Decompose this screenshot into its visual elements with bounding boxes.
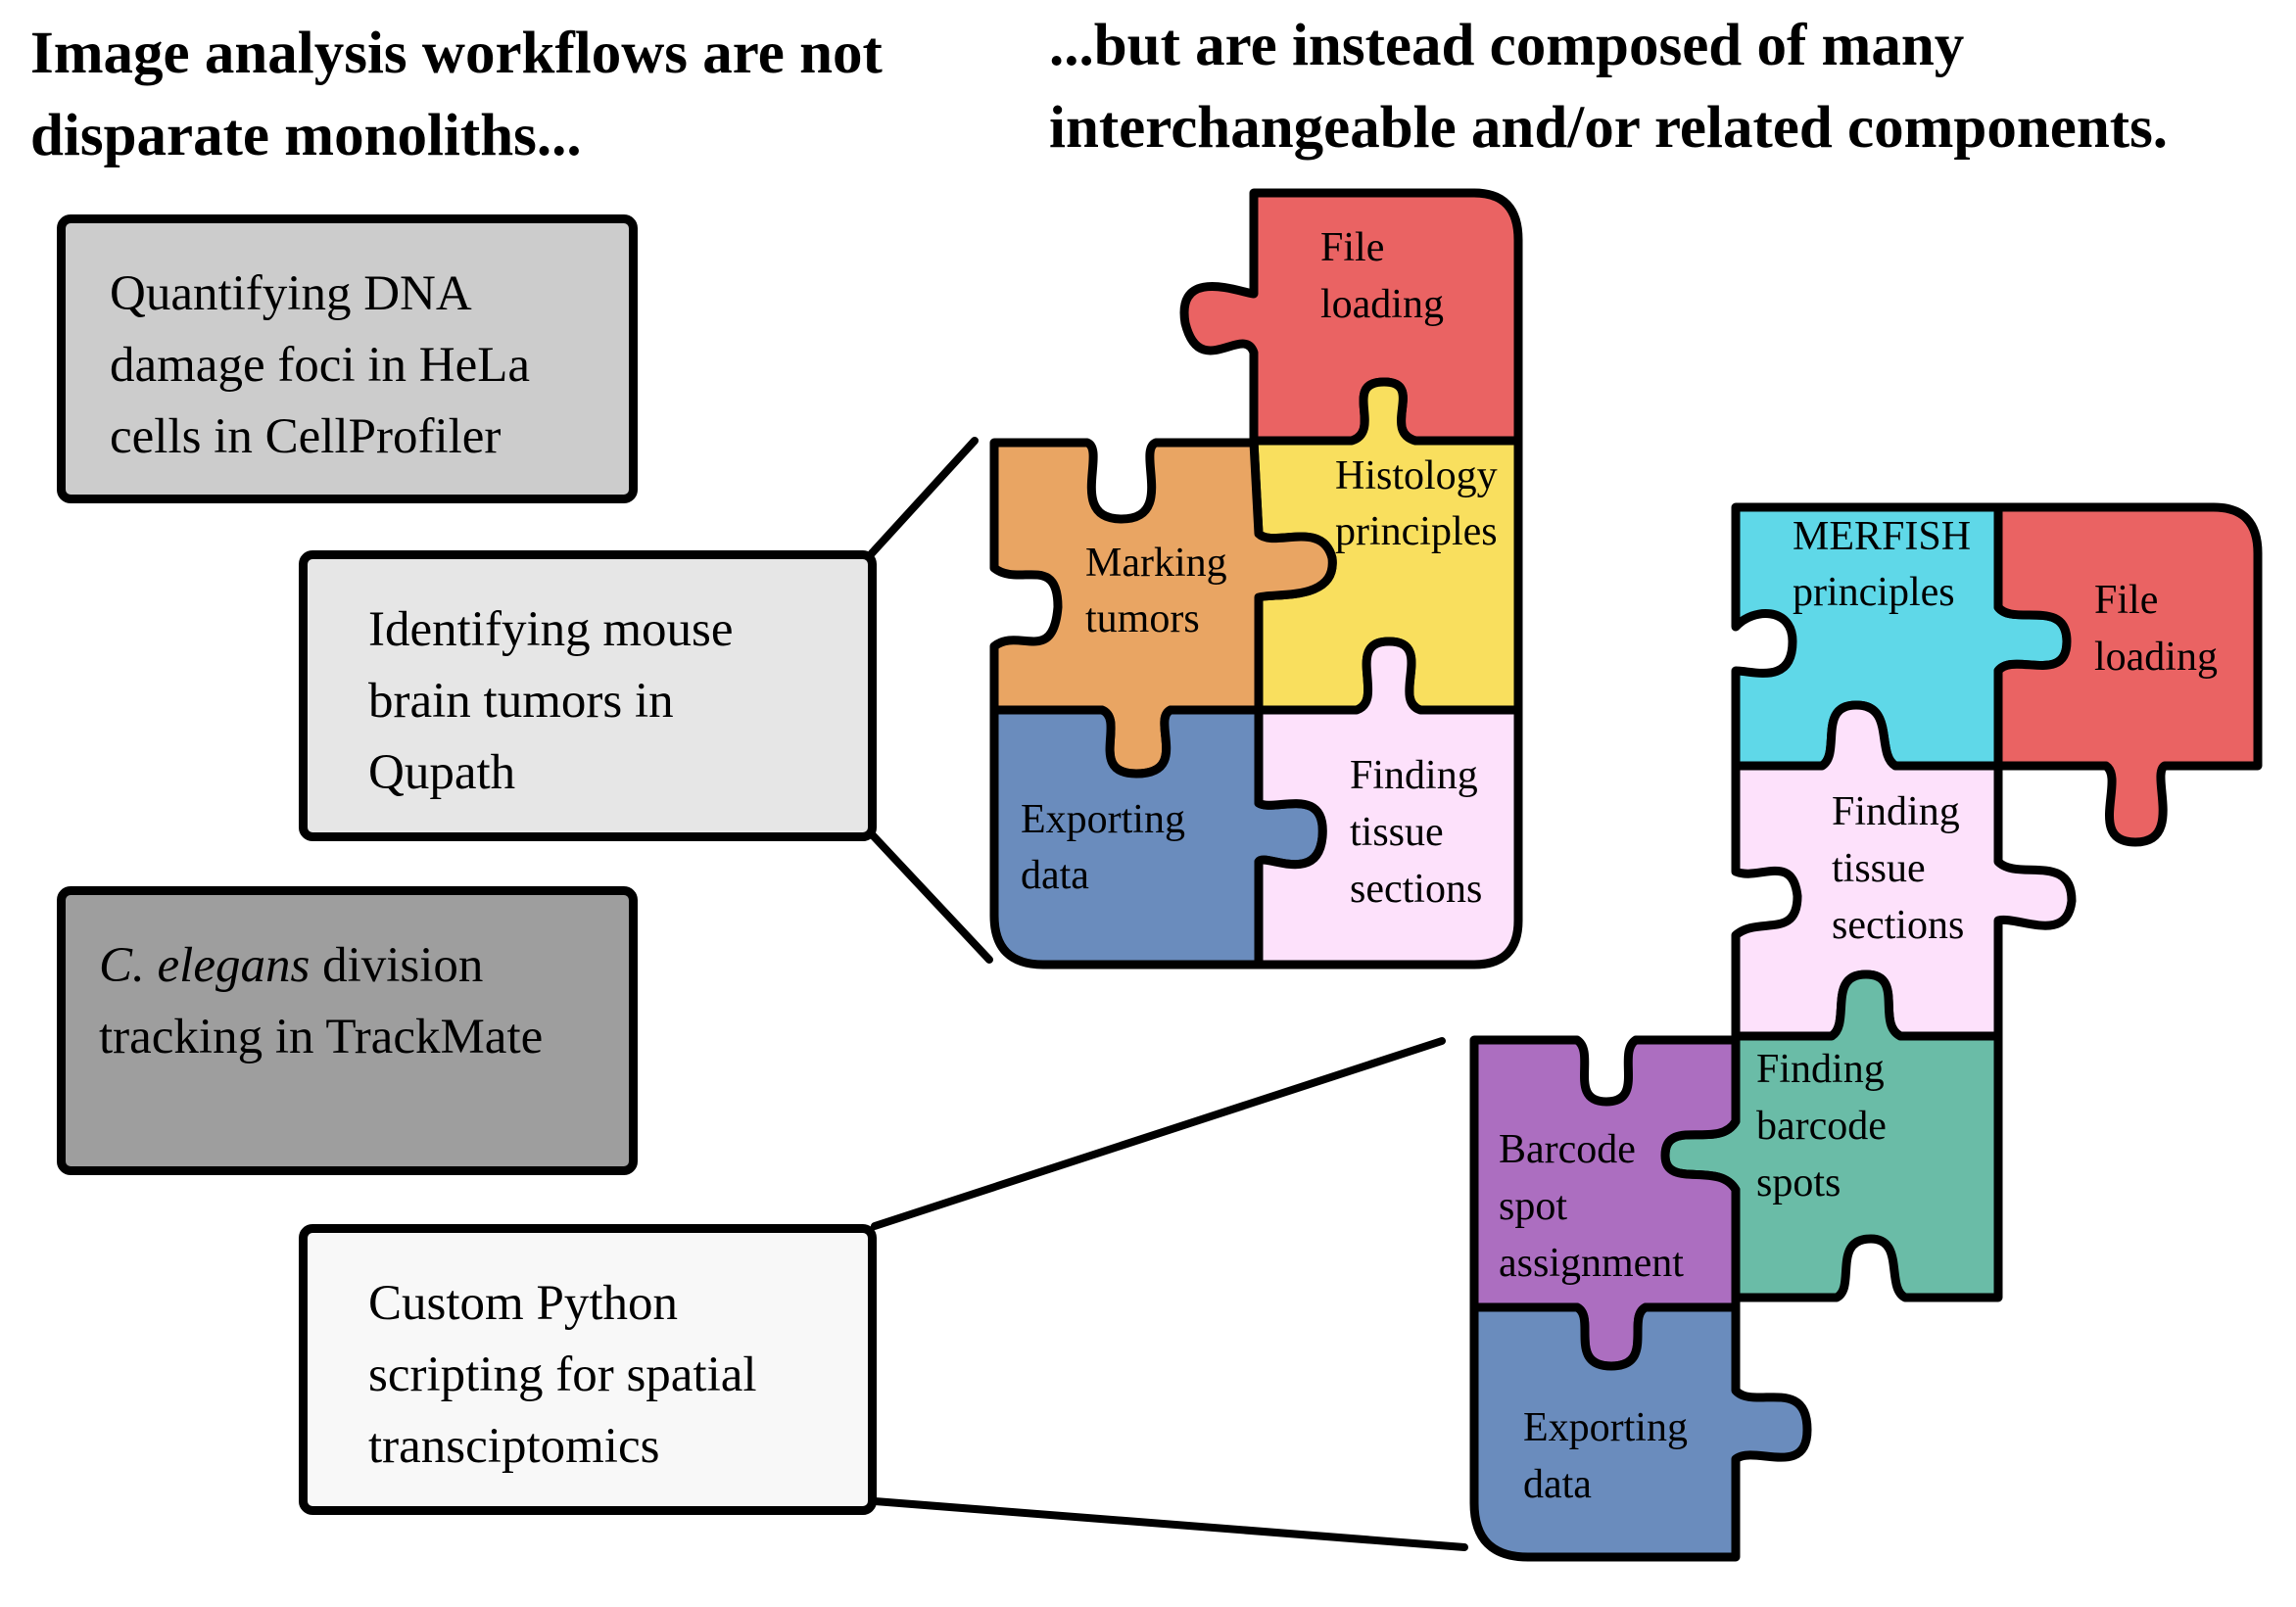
workflow-box-dna-damage: Quantifying DNA damage foci in HeLa cell… bbox=[57, 214, 638, 503]
workflow-elegans-line-1: C. elegans division bbox=[99, 930, 629, 1002]
workflow-mouse-line-2: brain tumors in bbox=[368, 674, 674, 729]
piece-finding-tissue bbox=[1254, 637, 1523, 969]
piece-exporting-2 bbox=[1469, 1302, 1812, 1562]
connectors bbox=[868, 437, 1468, 1551]
heading-left-line-2: disparate monoliths... bbox=[30, 103, 582, 168]
heading-left: Image analysis workflows are not dispara… bbox=[30, 13, 883, 177]
heading-right-line-2: interchangeable and/or related component… bbox=[1049, 95, 2169, 161]
workflow-python-line-1: Custom Python bbox=[368, 1276, 678, 1331]
workflow-dna-line-2: damage foci in HeLa bbox=[110, 338, 531, 393]
connector-mouse-bottom bbox=[868, 830, 993, 964]
workflow-box-python-spatial: Custom Python scripting for spatial tran… bbox=[299, 1224, 877, 1515]
piece-file-loading-2 bbox=[1993, 502, 2263, 847]
connector-python-bottom bbox=[871, 1497, 1468, 1551]
workflow-dna-line-3: cells in CellProfiler bbox=[110, 409, 502, 464]
heading-left-line-1: Image analysis workflows are not bbox=[30, 21, 883, 86]
puzzle-python bbox=[1469, 502, 2263, 1562]
workflow-dna-line-1: Quantifying DNA bbox=[110, 266, 472, 321]
puzzle-mouse bbox=[989, 188, 1523, 969]
connector-mouse-top bbox=[868, 437, 979, 557]
species-name: C. elegans bbox=[99, 938, 311, 993]
heading-right: ...but are instead composed of many inte… bbox=[1049, 5, 2168, 169]
workflow-mouse-line-3: Qupath bbox=[368, 745, 516, 800]
workflow-box-elegans-tracking: C. elegans division tracking in TrackMat… bbox=[57, 886, 638, 1175]
workflow-elegans-line-1-rest: division bbox=[310, 938, 484, 993]
workflow-elegans-line-2: tracking in TrackMate bbox=[99, 1010, 544, 1064]
workflow-python-line-2: scripting for spatial bbox=[368, 1347, 757, 1402]
heading-right-line-1: ...but are instead composed of many bbox=[1049, 13, 1965, 78]
workflow-box-mouse-tumors: Identifying mouse brain tumors in Qupath bbox=[299, 550, 877, 841]
workflow-mouse-line-1: Identifying mouse bbox=[368, 602, 734, 657]
connector-python-top bbox=[871, 1037, 1446, 1230]
workflow-python-line-3: transciptomics bbox=[368, 1419, 660, 1474]
